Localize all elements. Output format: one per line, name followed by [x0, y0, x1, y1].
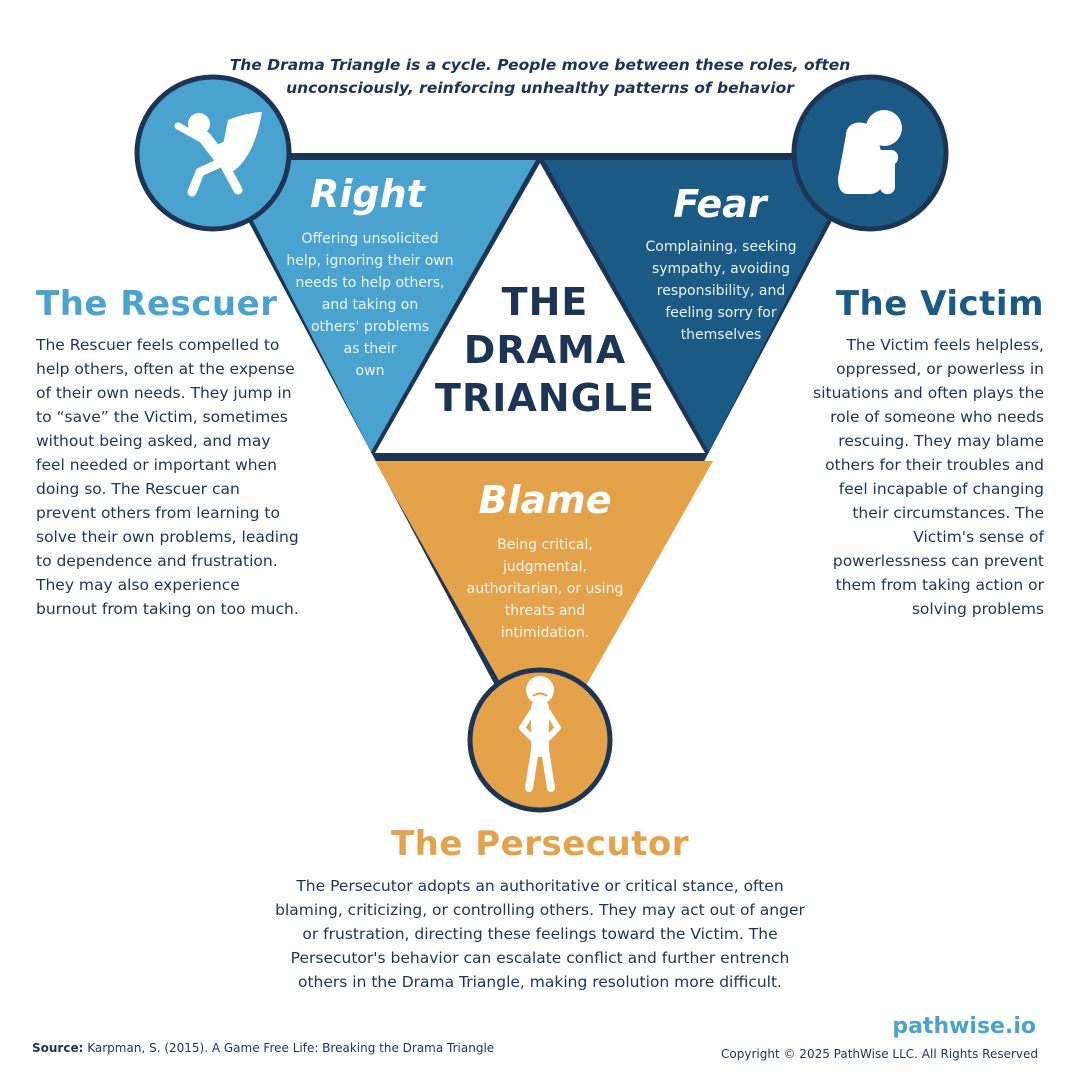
- frowning-person-icon: [519, 676, 561, 792]
- segment-fear-line: responsibility, and: [656, 283, 786, 299]
- rescuer-desc-line: without being asked, and may: [36, 432, 271, 450]
- victim-desc-line: powerlessness can prevent: [832, 552, 1044, 570]
- segment-right-line: help, ignoring their own: [286, 253, 454, 269]
- tagline: The Drama Triangle is a cycle. People mo…: [229, 56, 851, 97]
- rescuer-desc-line: burnout from taking on too much.: [36, 600, 299, 618]
- persecutor-desc-line: or frustration, directing these feelings…: [302, 925, 778, 943]
- center-triangle: [375, 163, 705, 453]
- segment-blame-desc: Being critical, judgmental, authoritaria…: [452, 534, 638, 644]
- segment-blame-title: Blame: [478, 478, 612, 522]
- brand-link[interactable]: pathwise.io: [892, 1014, 1036, 1039]
- segment-blame-line: intimidation.: [500, 625, 590, 641]
- source-citation: Source: Karpman, S. (2015). A Game Free …: [32, 1041, 494, 1055]
- center-title: THE DRAMA TRIANGLE: [430, 278, 660, 422]
- center-title-line: THE: [501, 280, 589, 324]
- victim-desc-line: solving problems: [911, 600, 1044, 618]
- rescuer-badge: [134, 74, 292, 232]
- victim-desc-line: Victim's sense of: [913, 528, 1044, 546]
- rescuer-desc-line: help others, often at the expense: [36, 360, 295, 378]
- segment-right-line: others' problems: [310, 319, 430, 335]
- segment-right: [222, 160, 536, 452]
- center-title-line: TRIANGLE: [435, 376, 655, 420]
- rescuer-desc-line: doing so. The Rescuer can: [36, 480, 240, 498]
- rescuer-desc-line: feel needed or important when: [36, 456, 277, 474]
- segment-blame-line: threats and: [504, 603, 586, 619]
- segment-blame: [375, 461, 713, 760]
- segment-fear-line: sympathy, avoiding: [651, 261, 791, 277]
- victim-title: The Victim: [835, 284, 1044, 324]
- rescuer-desc-line: prevent others from learning to: [36, 504, 280, 522]
- persecutor-desc-line: The Persecutor adopts an authoritative o…: [296, 877, 784, 895]
- segment-fear-title: Fear: [673, 182, 767, 226]
- persecutor-badge: [467, 667, 613, 813]
- source-text: Karpman, S. (2015). A Game Free Life: Br…: [87, 1041, 495, 1055]
- victim-desc-line: their circumstances. The: [852, 504, 1044, 522]
- persecutor-title: The Persecutor: [390, 824, 690, 864]
- segment-fear-line: Complaining, seeking: [645, 239, 797, 255]
- victim-desc-line: rescuing. They may blame: [838, 432, 1044, 450]
- superhero-icon: [174, 112, 262, 197]
- rescuer-desc-line: solve their own problems, leading: [36, 528, 299, 546]
- rescuer-desc-line: to dependence and frustration.: [36, 552, 278, 570]
- rescuer-description: The Rescuer feels compelled to help othe…: [36, 333, 311, 621]
- sitting-person-icon: [838, 110, 902, 194]
- source-label: Source:: [32, 1041, 84, 1055]
- victim-badge: [791, 74, 949, 232]
- segment-right-title: Right: [310, 172, 425, 216]
- segment-fear-desc: Complaining, seeking sympathy, avoiding …: [628, 236, 814, 346]
- victim-desc-line: The Victim feels helpless,: [846, 336, 1044, 354]
- persecutor-desc-line: blaming, criticizing, or controlling oth…: [275, 901, 805, 919]
- segment-right-line: and taking on: [321, 297, 419, 313]
- victim-desc-line: others for their troubles and: [825, 456, 1044, 474]
- segment-blame-line: judgmental,: [502, 559, 588, 575]
- victim-desc-line: them from taking action or: [835, 576, 1044, 594]
- victim-desc-line: feel incapable of changing: [838, 480, 1044, 498]
- rescuer-title: The Rescuer: [36, 284, 278, 324]
- rescuer-desc-line: to “save” the Victim, sometimes: [36, 408, 288, 426]
- center-title-line: DRAMA: [463, 328, 627, 372]
- segment-right-line: needs to help others,: [295, 275, 445, 291]
- victim-desc-line: situations and often plays the: [813, 384, 1044, 402]
- persecutor-description: The Persecutor adopts an authoritative o…: [265, 874, 815, 994]
- victim-desc-line: oppressed, or powerless in: [836, 360, 1044, 378]
- segment-fear-line: feeling sorry for: [665, 305, 777, 321]
- segment-right-line: own: [355, 363, 385, 379]
- copyright: Copyright © 2025 PathWise LLC. All Right…: [721, 1047, 1038, 1061]
- segment-blame-line: Being critical,: [497, 537, 593, 553]
- segment-right-desc: Offering unsolicited help, ignoring thei…: [285, 228, 455, 382]
- segment-fear-line: themselves: [680, 327, 762, 343]
- rescuer-desc-line: They may also experience: [36, 576, 240, 594]
- segment-right-line: Offering unsolicited: [301, 231, 439, 247]
- victim-description: The Victim feels helpless, oppressed, or…: [799, 333, 1044, 621]
- persecutor-desc-line: others in the Drama Triangle, making res…: [298, 973, 782, 991]
- rescuer-desc-line: The Rescuer feels compelled to: [36, 336, 280, 354]
- segment-blame-line: authoritarian, or using: [466, 581, 624, 597]
- victim-desc-line: role of someone who needs: [830, 408, 1044, 426]
- rescuer-desc-line: of their own needs. They jump in: [36, 384, 292, 402]
- segment-fear: [544, 160, 858, 452]
- persecutor-desc-line: Persecutor's behavior can escalate confl…: [290, 949, 790, 967]
- segment-right-line: as their: [343, 341, 397, 357]
